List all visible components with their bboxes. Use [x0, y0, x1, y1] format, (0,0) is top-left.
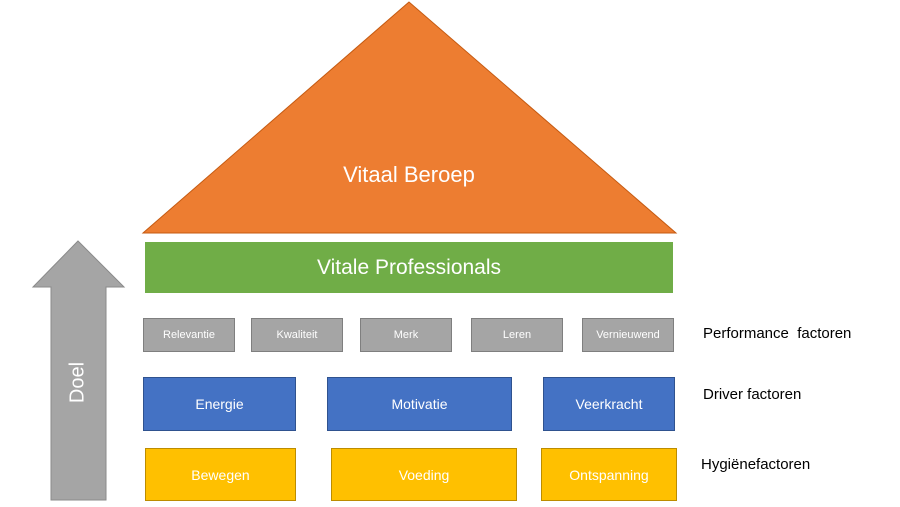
vitale-professionals-band: Vitale Professionals	[145, 242, 673, 293]
performance-label: Relevantie	[163, 329, 215, 341]
driver-box: Energie	[143, 377, 296, 431]
driver-factors-label: Driver factoren	[703, 386, 802, 403]
goal-arrow	[31, 240, 126, 501]
performance-label: Leren	[502, 329, 532, 341]
performance-factors-label: Performance factoren	[703, 325, 852, 342]
performance-box: Merk	[360, 318, 452, 352]
hygiene-label: Bewegen	[191, 466, 250, 483]
goal-arrow-label: Doel	[66, 361, 89, 404]
driver-box: Veerkracht	[543, 377, 675, 431]
roof-label: Vitaal Beroep	[343, 162, 475, 187]
band-label: Vitale Professionals	[316, 255, 502, 279]
hygiene-label: Voeding	[398, 466, 450, 483]
performance-box: Kwaliteit	[251, 318, 343, 352]
driver-box: Motivatie	[327, 377, 512, 431]
driver-label: Motivatie	[391, 396, 448, 412]
driver-label: Veerkracht	[575, 396, 643, 412]
hygiene-box: Bewegen	[145, 448, 296, 501]
hygiene-label: Ontspanning	[569, 466, 649, 483]
performance-box: Leren	[471, 318, 563, 352]
hygiene-box: Ontspanning	[541, 448, 677, 501]
performance-label: Vernieuwend	[596, 329, 660, 341]
roof-triangle	[141, 1, 678, 234]
performance-box: Vernieuwend	[582, 318, 674, 352]
hygiene-factors-label: Hygiënefactoren	[701, 456, 811, 473]
performance-label: Merk	[393, 329, 419, 341]
performance-label: Kwaliteit	[276, 329, 318, 341]
hygiene-box: Voeding	[331, 448, 517, 501]
performance-box: Relevantie	[143, 318, 235, 352]
driver-label: Energie	[195, 396, 244, 412]
